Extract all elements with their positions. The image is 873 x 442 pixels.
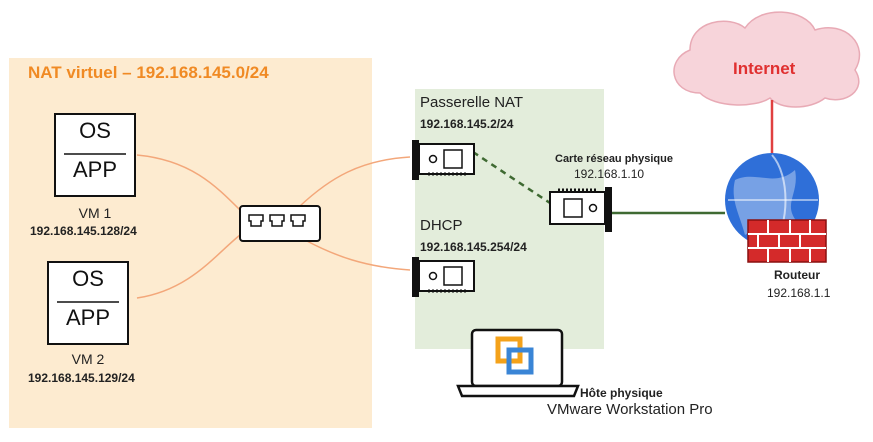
wire-vm2-switch — [136, 234, 241, 299]
host-name: Hôte physique — [580, 386, 663, 400]
nat-gateway-ip: 192.168.145.2/24 — [420, 117, 514, 131]
vm1-name: VM 1 — [78, 205, 112, 221]
virtual-switch-icon — [239, 205, 321, 242]
vm2-box — [47, 261, 129, 345]
vm2-name: VM 2 — [71, 351, 105, 367]
router-name: Routeur — [774, 268, 820, 282]
vm1-os-label: OS — [79, 118, 111, 143]
vm2-os-label: OS — [72, 266, 104, 291]
vm1-ip: 192.168.145.128/24 — [30, 224, 137, 238]
vmware-logo-icon — [495, 336, 534, 375]
vm2-ip: 192.168.145.129/24 — [28, 371, 135, 385]
vm2-app-label: APP — [65, 305, 111, 330]
physical-nic-icon — [549, 187, 612, 232]
internet-cloud-icon — [673, 11, 861, 108]
firewall-icon — [747, 219, 827, 263]
dhcp-card-icon — [412, 257, 475, 297]
wire-gateway-nic — [472, 150, 551, 205]
host-software: VMware Workstation Pro — [547, 401, 713, 418]
vm1-app-label: APP — [72, 157, 118, 182]
laptop-icon — [456, 328, 580, 398]
dhcp-name: DHCP — [420, 217, 463, 234]
router-ip: 192.168.1.1 — [767, 286, 831, 300]
internet-label: Internet — [733, 59, 796, 78]
nat-gateway-card-icon — [412, 140, 475, 180]
wire-vm1-switch — [136, 154, 241, 211]
vm1-box — [54, 113, 136, 197]
nat-zone-title: NAT virtuel – 192.168.145.0/24 — [28, 63, 269, 82]
dhcp-ip: 192.168.145.254/24 — [420, 240, 527, 254]
physical-nic-name: Carte réseau physique — [555, 153, 673, 165]
wire-switch-dhcp — [304, 239, 411, 271]
physical-nic-ip: 192.168.1.10 — [574, 167, 645, 181]
wire-switch-gateway — [299, 156, 411, 207]
network-wires — [136, 100, 774, 299]
nat-gateway-name: Passerelle NAT — [420, 94, 524, 111]
